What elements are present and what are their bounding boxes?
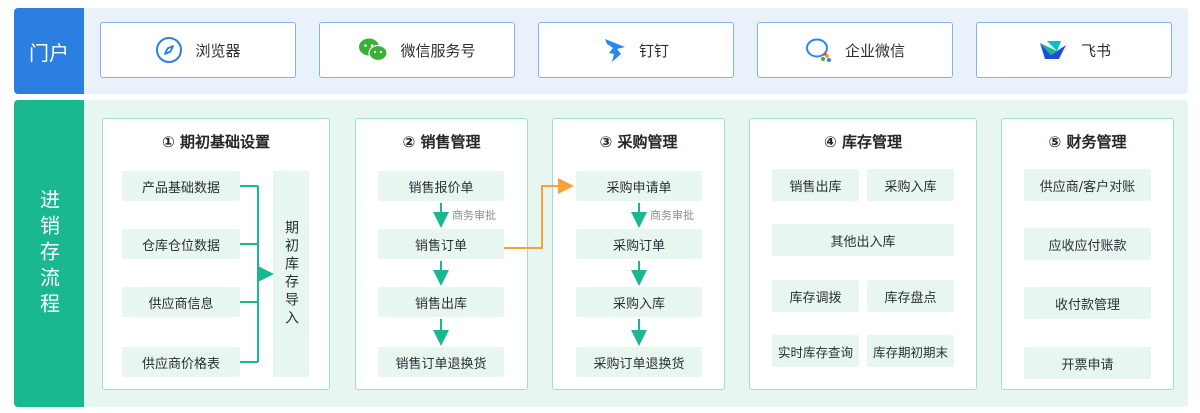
payment-management-box[interactable]: 收付款管理: [1024, 287, 1151, 319]
sales-quote-box[interactable]: 销售报价单: [378, 171, 504, 201]
approval-note: 商务审批: [452, 209, 496, 222]
portal-label: 门户: [14, 8, 84, 94]
initial-stock-import-box[interactable]: 期初库存导入: [273, 171, 309, 377]
sales-order-box[interactable]: 销售订单: [378, 229, 504, 259]
inventory-sales-out-box[interactable]: 销售出库: [772, 169, 859, 201]
portal-card-label: 浏览器: [195, 41, 241, 60]
panel-title: ⑤ 财务管理: [1048, 132, 1127, 151]
portal-card-label: 飞书: [1080, 41, 1111, 60]
sales-return-box[interactable]: 销售订单退换货: [378, 347, 504, 377]
sales-outbound-box[interactable]: 销售出库: [378, 287, 504, 317]
process-label: 进销存流程: [14, 100, 84, 407]
dingtalk-icon: [603, 36, 627, 64]
panel-title: ④ 库存管理: [824, 132, 902, 151]
bracket-connector: [240, 185, 274, 363]
stock-period-box[interactable]: 库存期初期末: [867, 335, 954, 367]
wechat-icon: [358, 37, 389, 63]
purchase-order-box[interactable]: 采购订单: [576, 229, 702, 259]
warehouse-data-box[interactable]: 仓库仓位数据: [122, 229, 240, 259]
stock-transfer-box[interactable]: 库存调拨: [772, 280, 859, 312]
supplier-price-box[interactable]: 供应商价格表: [122, 347, 240, 377]
realtime-stock-query-box[interactable]: 实时库存查询: [772, 335, 859, 367]
product-data-box[interactable]: 产品基础数据: [122, 171, 240, 201]
approval-note: 商务审批: [650, 209, 694, 222]
portal-card-label: 钉钉: [638, 41, 669, 60]
purchase-return-box[interactable]: 采购订单退换货: [576, 347, 702, 377]
compass-icon: [155, 36, 183, 64]
portal-card-wecom[interactable]: 企业微信: [757, 22, 953, 78]
feishu-icon: [1037, 37, 1069, 63]
portal-card-feishu[interactable]: 飞书: [976, 22, 1172, 78]
sales-to-purchase-connector: [504, 178, 574, 249]
portal-card-label: 微信服务号: [400, 41, 476, 60]
purchase-inbound-box[interactable]: 采购入库: [576, 287, 702, 317]
panel-title: ② 销售管理: [402, 132, 481, 151]
supplier-info-box[interactable]: 供应商信息: [122, 287, 240, 317]
panel-title: ③ 采购管理: [599, 132, 678, 151]
receivable-payable-box[interactable]: 应收应付账款: [1024, 228, 1151, 260]
portal-card-dingtalk[interactable]: 钉钉: [538, 22, 734, 78]
stock-count-box[interactable]: 库存盘点: [867, 280, 954, 312]
panel-title: ① 期初基础设置: [162, 132, 270, 151]
purchase-request-box[interactable]: 采购申请单: [576, 171, 702, 201]
reconciliation-box[interactable]: 供应商/客户对账: [1024, 169, 1151, 201]
invoice-request-box[interactable]: 开票申请: [1024, 347, 1151, 379]
portal-card-browser[interactable]: 浏览器: [100, 22, 296, 78]
inventory-purchase-in-box[interactable]: 采购入库: [867, 169, 954, 201]
other-in-out-box[interactable]: 其他出入库: [772, 224, 954, 256]
portal-card-label: 企业微信: [844, 41, 905, 60]
portal-card-wechat[interactable]: 微信服务号: [319, 22, 515, 78]
wecom-icon: [805, 37, 833, 63]
